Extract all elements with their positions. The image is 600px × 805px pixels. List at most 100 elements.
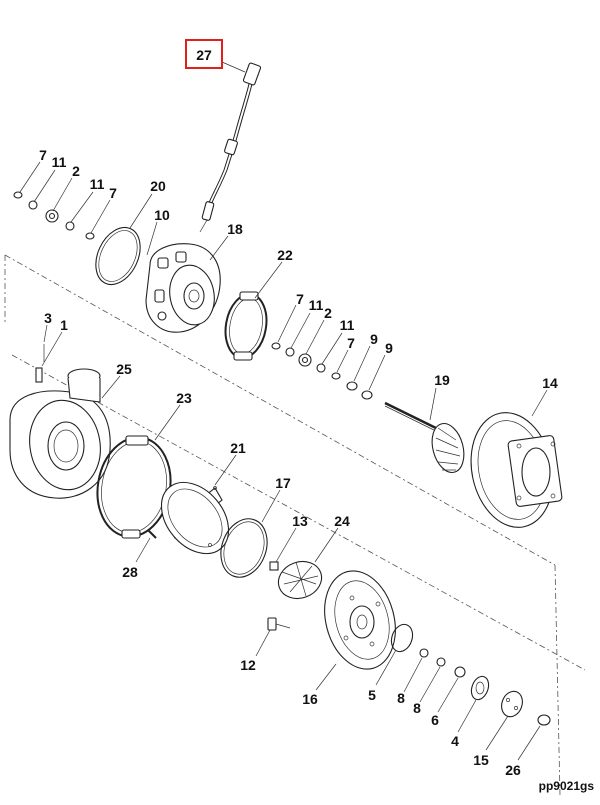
callout-8a[interactable]: 8 [397,690,405,706]
callout-21[interactable]: 21 [230,440,246,456]
callout-7d[interactable]: 7 [347,335,355,351]
v-band-clamp-part-22[interactable] [221,291,272,361]
housing-boss-3 [154,289,165,303]
backplate-ring [334,580,390,660]
leader-7d [336,349,349,373]
gasket-hole-1 [213,486,217,490]
turbine-shaft-part-19[interactable] [384,401,469,476]
callout-6[interactable]: 6 [431,712,439,728]
gasket-ring [167,488,223,548]
callout-7a[interactable]: 7 [39,147,47,163]
bolt-hole-1 [516,443,522,449]
callout-14[interactable]: 14 [542,375,558,391]
compressor-housing-part-25[interactable] [9,368,111,499]
callout-20[interactable]: 20 [150,178,166,194]
figure-code: pp9021gs [539,779,595,793]
clamp-band-inner [229,297,263,355]
o-ring-part-20[interactable] [87,220,149,291]
leader-16 [315,663,337,691]
seal-stack-lower-right[interactable] [388,621,551,726]
callout-11d[interactable]: 11 [340,317,355,333]
leader-14 [531,389,548,417]
seal-stack-upper-left[interactable] [13,191,95,240]
frame-right-line [554,564,561,796]
callout-22[interactable]: 22 [277,247,293,263]
clamp-latch-top [239,291,259,301]
callout-2b[interactable]: 2 [324,305,332,321]
compressor-outlet-neck [67,377,101,403]
leader-7a [19,161,41,193]
callout-25[interactable]: 25 [116,361,132,377]
callout-1[interactable]: 1 [60,317,68,333]
leader-2b [305,319,325,355]
collar-6 [454,666,466,678]
callout-15[interactable]: 15 [473,752,489,768]
callout-9b[interactable]: 9 [385,340,393,356]
leader-21 [214,454,237,486]
callout-19[interactable]: 19 [434,372,450,388]
leader-17 [261,489,281,523]
callout-13[interactable]: 13 [292,513,308,529]
highlight-box-27[interactable] [185,39,223,69]
callout-11a[interactable]: 11 [52,154,67,170]
callout-10[interactable]: 10 [154,207,170,223]
leader-11c [290,312,311,349]
leader-6 [437,677,459,713]
callout-23[interactable]: 23 [176,390,192,406]
callout-3[interactable]: 3 [44,310,52,326]
nut-2a-bore [48,212,56,220]
callout-7b[interactable]: 7 [109,185,117,201]
callout-12[interactable]: 12 [240,657,256,673]
callout-7c[interactable]: 7 [296,291,304,307]
leader-4 [457,699,477,733]
callout-28[interactable]: 28 [122,564,138,580]
callout-2a[interactable]: 2 [72,163,80,179]
leader-24 [314,527,339,563]
gasket-part-21[interactable] [148,469,242,566]
callout-8b[interactable]: 8 [413,700,421,716]
compressor-wheel-part-24[interactable] [269,556,327,605]
frame-lines [4,254,586,796]
callout-26[interactable]: 26 [505,762,521,778]
thrust-hole-1 [506,698,510,702]
fitting-parts-3-1[interactable] [35,344,45,383]
sensor-harness-part-27[interactable] [199,62,262,233]
seal-stack-middle[interactable] [271,342,373,400]
leader-26 [517,725,541,761]
callout-11c[interactable]: 11 [309,297,324,313]
callout-11b[interactable]: 11 [90,176,105,192]
wheel-nut-part-13 [269,561,279,571]
callout-4[interactable]: 4 [451,733,459,749]
thrust-plate-15 [501,690,523,718]
backplate-hub [349,605,375,639]
callout-24[interactable]: 24 [334,513,350,529]
thrust-hole-2 [514,706,518,710]
callout-17[interactable]: 17 [275,475,291,491]
washer-11c [285,347,295,357]
callout-5[interactable]: 5 [368,687,376,703]
leader-10 [146,221,158,256]
callout-27[interactable]: 27 [196,47,212,63]
nut-2b-bore [301,356,309,364]
leader-11d [321,332,343,365]
washer-11b [65,221,75,231]
leader-13 [275,527,297,563]
ring-9b [361,390,373,400]
backplate-part-16[interactable] [314,563,406,677]
o-ring-part-17[interactable] [213,512,275,583]
leader-9a [353,345,371,382]
clamp-band [224,293,268,359]
turbine-housing-part-14[interactable] [461,405,563,535]
center-housing-part-18[interactable] [145,243,221,333]
leader-23 [154,404,181,441]
callout-18[interactable]: 18 [227,221,243,237]
leader-12 [255,629,271,657]
callout-9a[interactable]: 9 [370,331,378,347]
leader-9b [368,354,386,391]
callout-16[interactable]: 16 [302,691,318,707]
housing-port [157,311,167,321]
screw-parts-28-12[interactable] [147,529,291,631]
housing-bore [183,282,205,310]
